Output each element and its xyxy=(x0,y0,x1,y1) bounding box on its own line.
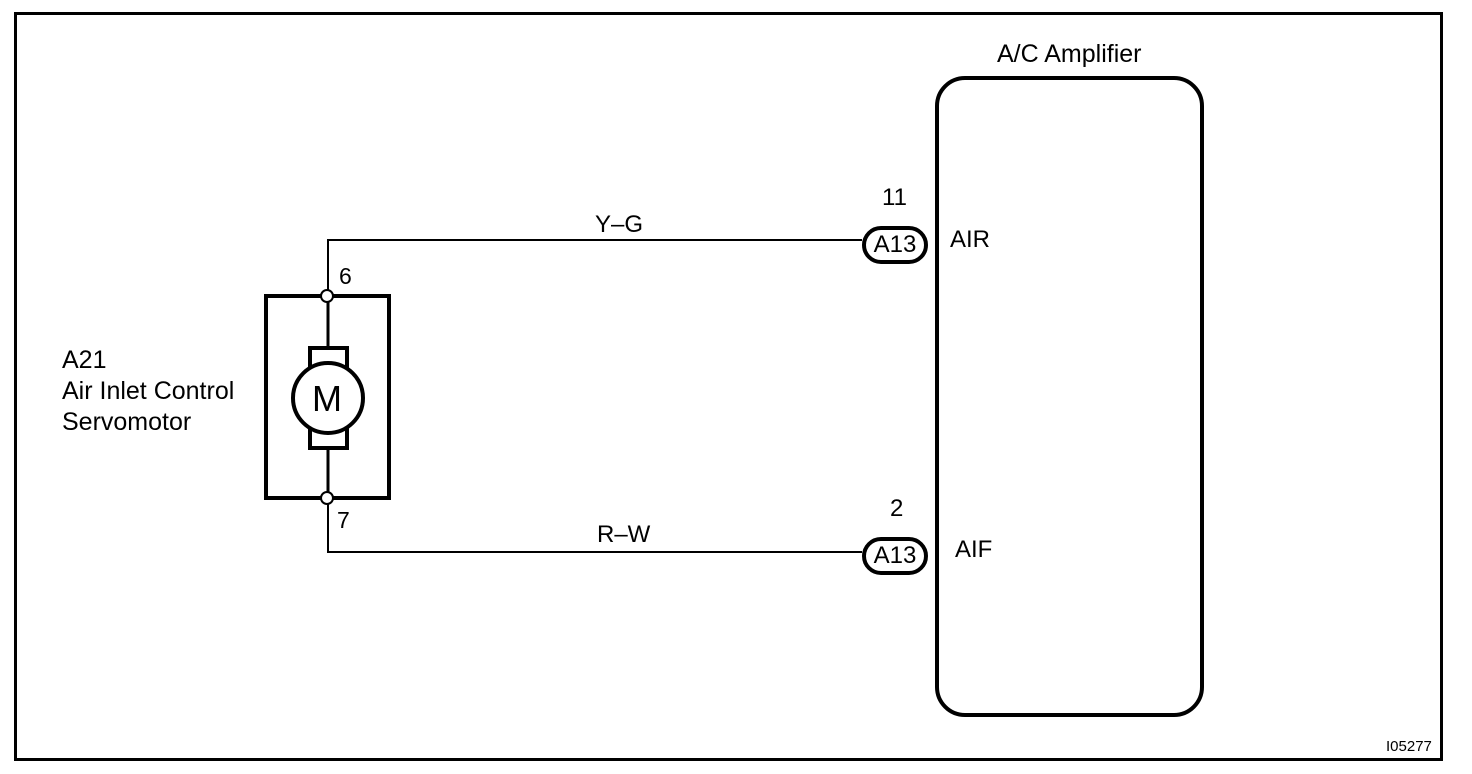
terminal-6 xyxy=(320,289,334,303)
pin-label-7: 7 xyxy=(337,507,350,533)
diagram-frame xyxy=(14,12,1443,761)
connector-pin-11: 11 xyxy=(882,184,907,211)
servomotor-code: A21 xyxy=(62,346,107,374)
figure-id: I05277 xyxy=(1386,738,1432,755)
terminal-air: AIR xyxy=(950,226,991,253)
motor-circle xyxy=(291,361,365,435)
terminal-7 xyxy=(320,491,334,505)
connector-a13-air: A13 xyxy=(862,226,928,264)
terminal-aif: AIF xyxy=(955,536,993,563)
wire-color-r-w: R–W xyxy=(597,521,651,548)
connector-pin-2: 2 xyxy=(890,495,904,522)
amplifier-box xyxy=(935,76,1204,717)
wire-y-g xyxy=(327,239,862,296)
connector-a13-aif: A13 xyxy=(862,537,928,575)
wire-r-w xyxy=(327,498,862,553)
wire-color-y-g: Y–G xyxy=(595,211,644,238)
servomotor-name-line1: Air Inlet Control xyxy=(62,377,235,405)
motor-symbol: M xyxy=(312,378,342,419)
servomotor-name-line2: Servomotor xyxy=(62,408,192,436)
pin-label-6: 6 xyxy=(339,263,352,289)
amplifier-title: A/C Amplifier xyxy=(997,40,1142,68)
